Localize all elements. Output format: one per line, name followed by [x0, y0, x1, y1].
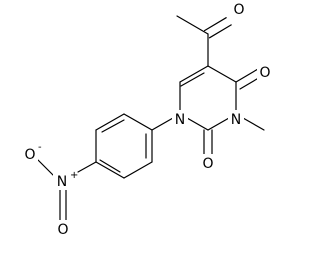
bond-c4-c5 — [207, 65, 237, 83]
atom-nitrogen-n1: N — [175, 112, 185, 128]
molecule-structure-diagram: O O O N N N + O O - — [22, 0, 273, 238]
bond-phenyl-inner-2 — [99, 159, 121, 173]
atom-oxygen-acetyl: O — [233, 2, 244, 18]
bond-layer — [37, 15, 265, 225]
bond-acetyl-carbonyl-double-2 — [208, 24, 232, 39]
atom-nitrogen-nitro: N — [57, 174, 67, 190]
atom-oxygen-nitro-left: O — [24, 147, 35, 163]
atom-oxygen-nitro-up: O — [57, 222, 68, 238]
atom-oxygen-c4: O — [259, 65, 270, 81]
atom-oxygen-c2: O — [202, 156, 213, 172]
bond-acetyl-methyl — [176, 15, 209, 35]
bond-c5-c6-double-outer — [179, 65, 209, 83]
charge-nitro-oxygen: - — [38, 142, 42, 153]
bond-phenyl-c — [95, 161, 125, 179]
atom-nitrogen-n3: N — [231, 112, 241, 128]
bond-phenyl-f — [123, 113, 153, 131]
bond-c4-carbonyl-double-1 — [235, 68, 259, 83]
bond-c5-c6-double-inner — [180, 72, 205, 87]
bond-phenyl-b — [123, 161, 153, 179]
charge-nitro-nitrogen: + — [70, 170, 78, 181]
bond-phenyl-inner-3 — [101, 119, 125, 133]
bond-phenyl-nitro — [77, 161, 97, 173]
atom-layer: O O O N N N + O O - — [22, 0, 273, 238]
bond-acetyl-carbonyl-double-1 — [203, 17, 227, 32]
bond-phenyl-e — [95, 113, 125, 131]
